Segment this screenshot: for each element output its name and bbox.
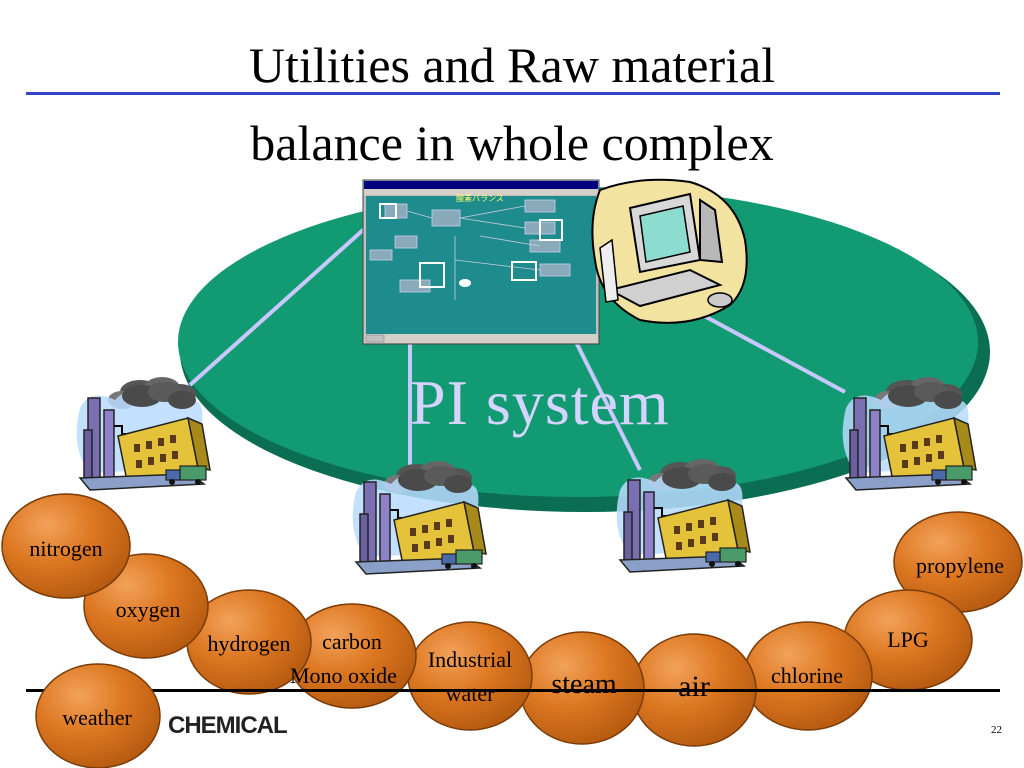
bubble-nitrogen xyxy=(1,493,131,599)
label-industrial-line2: water xyxy=(445,681,495,706)
label-lpg: LPG xyxy=(887,627,929,652)
label-air: air xyxy=(678,670,710,703)
company-logo-text: CHEMICAL xyxy=(168,712,288,739)
title-line-1: Utilities and Raw material xyxy=(248,37,776,93)
label-oxygen: oxygen xyxy=(115,597,181,622)
label-chlorine: chlorine xyxy=(770,663,844,688)
label-weather: weather xyxy=(62,705,132,730)
label-carbon-line2: Mono oxide xyxy=(290,664,397,688)
label-hydrogen: hydrogen xyxy=(207,631,291,656)
computer-clipart xyxy=(591,178,748,324)
screen-title: 酸素バランス xyxy=(456,193,504,203)
title-line-2: balance in whole complex xyxy=(250,115,774,171)
label-propylene: propylene xyxy=(916,553,1004,578)
label-nitrogen: nitrogen xyxy=(29,536,103,561)
label-industrial-line1: Industrial xyxy=(427,647,513,672)
footer-rule xyxy=(26,689,1000,692)
label-carbon-line1: carbon xyxy=(322,629,382,654)
pi-screen-window xyxy=(362,179,600,345)
title-rule xyxy=(26,92,1000,95)
label-steam: steam xyxy=(551,669,617,700)
pi-system-label: PI system xyxy=(410,367,670,438)
bubble-weather xyxy=(35,663,161,768)
page-number: 22 xyxy=(991,724,1002,736)
